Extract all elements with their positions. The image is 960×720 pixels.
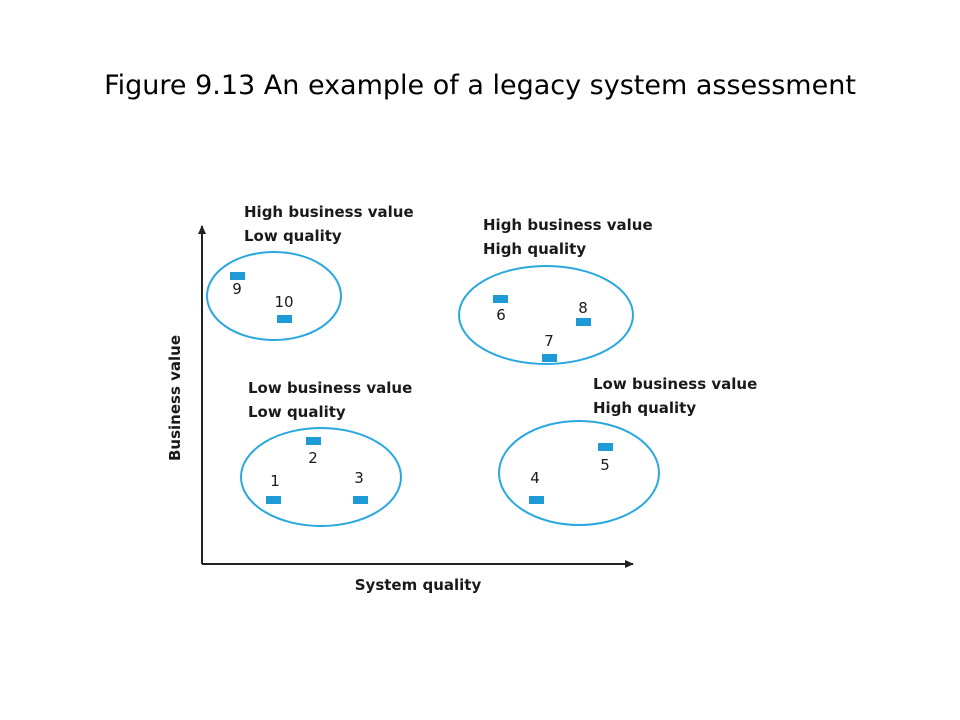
system-label-1: 1 — [270, 472, 280, 490]
page-title: Figure 9.13 An example of a legacy syste… — [104, 70, 856, 101]
cluster-ellipse-lv-hq — [498, 420, 660, 526]
cluster-ellipse-lv-lq — [240, 427, 402, 527]
system-marker-1 — [266, 496, 281, 504]
system-label-3: 3 — [354, 469, 364, 487]
system-label-10: 10 — [274, 293, 293, 311]
quadrant-label-lv-hq-line1: Low business value — [593, 375, 757, 393]
system-marker-8 — [576, 318, 591, 326]
quadrant-label-lv-lq-line1: Low business value — [248, 379, 412, 397]
quadrant-label-lv-lq-line2: Low quality — [248, 403, 346, 421]
x-axis-label: System quality — [355, 576, 482, 594]
system-marker-5 — [598, 443, 613, 451]
cluster-ellipse-hv-lq — [206, 251, 342, 341]
system-marker-9 — [230, 272, 245, 280]
system-marker-3 — [353, 496, 368, 504]
quadrant-label-hv-hq-line2: High quality — [483, 240, 586, 258]
system-label-4: 4 — [530, 469, 540, 487]
system-label-6: 6 — [496, 306, 506, 324]
system-marker-2 — [306, 437, 321, 445]
system-label-2: 2 — [308, 449, 318, 467]
system-label-5: 5 — [600, 456, 610, 474]
quadrant-label-hv-lq-line1: High business value — [244, 203, 414, 221]
system-label-9: 9 — [232, 280, 242, 298]
y-axis-label: Business value — [166, 335, 184, 461]
quadrant-label-hv-hq-line1: High business value — [483, 216, 653, 234]
quadrant-label-hv-lq-line2: Low quality — [244, 227, 342, 245]
system-marker-7 — [542, 354, 557, 362]
quadrant-label-lv-hq-line2: High quality — [593, 399, 696, 417]
system-marker-6 — [493, 295, 508, 303]
system-label-7: 7 — [544, 332, 554, 350]
cluster-ellipse-hv-hq — [458, 265, 634, 365]
system-marker-10 — [277, 315, 292, 323]
system-marker-4 — [529, 496, 544, 504]
system-label-8: 8 — [578, 299, 588, 317]
